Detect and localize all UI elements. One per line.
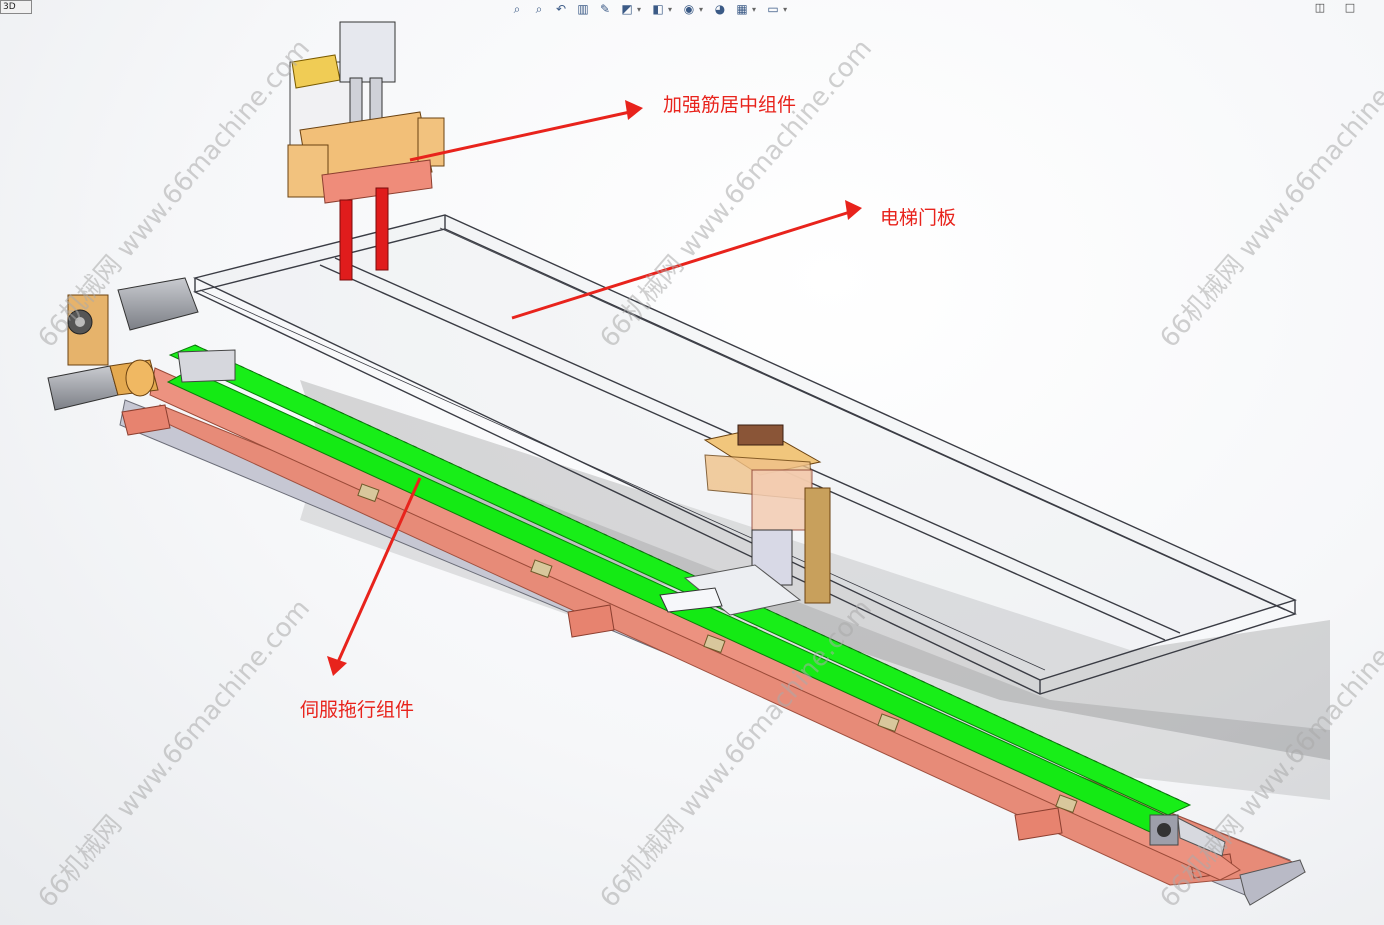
callout-elevator-door-panel: 电梯门板 [880, 207, 957, 229]
middle-carriage-assembly [659, 424, 831, 616]
view-orientation-icon[interactable]: ◩ [621, 2, 633, 16]
drive-bracket [177, 349, 236, 383]
previous-view-icon[interactable]: ↶ [555, 2, 567, 16]
edit-appearance-icon[interactable]: ◕ [714, 2, 726, 16]
servo-motor-upper [67, 277, 199, 366]
reinforcement-centering-assembly [287, 21, 445, 281]
dynamic-annotation-icon[interactable]: ✎ [599, 2, 611, 16]
section-view-icon[interactable]: ▥ [577, 2, 589, 16]
apply-scene-icon[interactable]: ▦ [736, 2, 748, 16]
end-idler [1149, 814, 1226, 857]
view-settings-icon[interactable]: ▭ [767, 2, 779, 16]
dropdown-arrow-icon[interactable]: ▾ [637, 4, 642, 14]
dropdown-arrow-icon[interactable]: ▾ [783, 4, 788, 14]
dropdown-arrow-icon[interactable]: ▾ [699, 4, 704, 14]
hide-show-items-icon[interactable]: ◉ [683, 2, 695, 16]
heads-up-view-toolbar: ⌕ ⌕ ↶ ▥ ✎ ◩ ▾ ◧ ▾ ◉ ▾ ◕ ▦ ▾ ▭ ▾ [508, 0, 791, 18]
maximize-window-button[interactable]: □ [1344, 1, 1356, 14]
callout-reinforcement-centering: 加强筋居中组件 [663, 94, 797, 116]
dropdown-arrow-icon[interactable]: ▾ [668, 4, 673, 14]
callout-arrows [327, 100, 862, 676]
zoom-to-fit-icon[interactable]: ⌕ [513, 1, 521, 16]
dropdown-arrow-icon[interactable]: ▾ [752, 4, 757, 14]
display-style-icon[interactable]: ◧ [652, 2, 664, 16]
servo-motor-lower [47, 359, 159, 411]
tile-window-button[interactable]: ◫ [1314, 1, 1326, 14]
zoom-to-area-icon[interactable]: ⌕ [535, 1, 543, 16]
view-tag: 3D [0, 0, 32, 14]
callout-servo-drag-assembly: 伺服拖行组件 [300, 699, 415, 721]
